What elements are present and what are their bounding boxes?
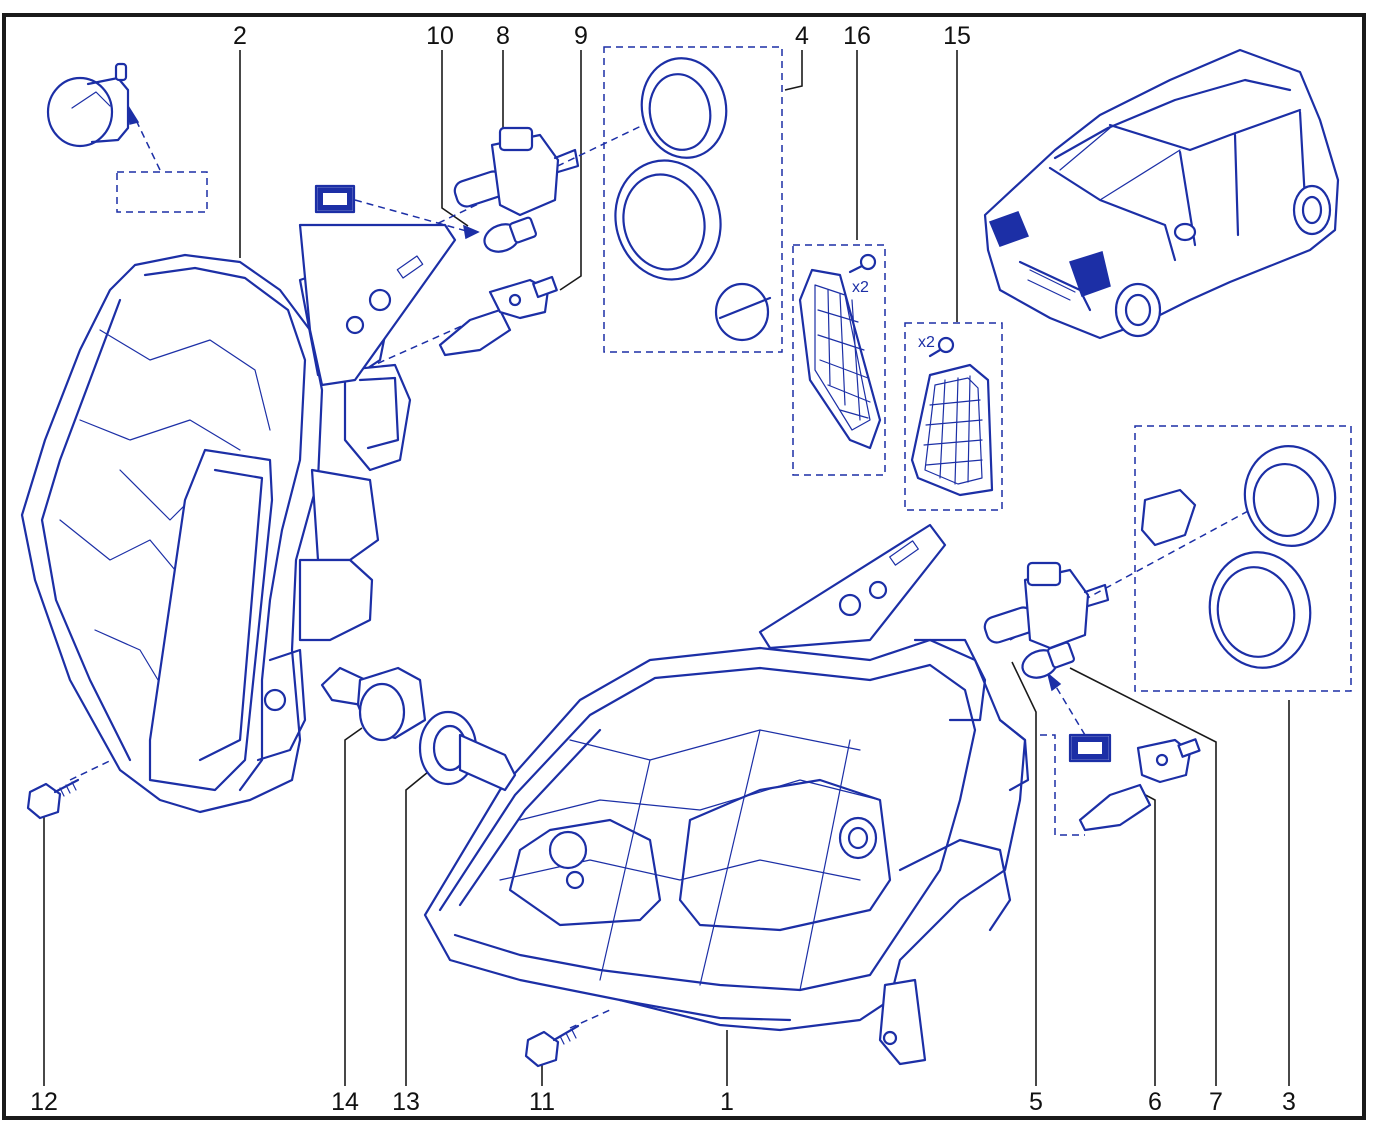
callout-7: 7 <box>1209 1088 1223 1116</box>
callout-1: 1 <box>720 1088 734 1116</box>
grille-part-15 <box>910 336 994 497</box>
bulb-h7-part-13 <box>418 710 517 792</box>
callout-14: 14 <box>331 1088 359 1116</box>
bulb-h7-part-8 <box>453 126 580 217</box>
bulb-h4-part-5 <box>983 561 1110 650</box>
bulb-sidelight-part-7 <box>1021 641 1076 679</box>
indicator-bulb-top-left <box>46 62 130 148</box>
callout-9: 9 <box>574 22 588 50</box>
callout-12: 12 <box>30 1088 58 1116</box>
callout-4: 4 <box>795 22 809 50</box>
warning-label-left <box>314 184 356 214</box>
quantity-label-16: x2 <box>852 279 869 296</box>
warning-label-right <box>1068 733 1112 763</box>
callout-15: 15 <box>943 22 971 50</box>
vehicle-illustration <box>983 48 1340 340</box>
headlamp-right-assembly <box>423 523 1030 1066</box>
bulb-sidelight-part-10 <box>483 216 538 253</box>
bulbholder-part-9 <box>438 275 558 357</box>
grille-part-16 <box>798 253 882 450</box>
bulb-h1-part-14 <box>320 666 427 742</box>
callout-8: 8 <box>496 22 510 50</box>
callout-11: 11 <box>529 1088 555 1116</box>
callout-3: 3 <box>1282 1088 1296 1116</box>
leader-lines <box>43 50 1290 1086</box>
screw-part-12 <box>26 778 80 820</box>
callout-labels: 2 10 8 9 4 16 15 12 14 13 11 1 5 6 7 3 x… <box>30 22 1296 1116</box>
callout-16: 16 <box>843 22 871 50</box>
headlamp-left-assembly <box>20 223 457 814</box>
cover-ring-kit-part-3 <box>1140 445 1337 669</box>
quantity-label-15: x2 <box>918 334 935 351</box>
callout-13: 13 <box>392 1088 420 1116</box>
callout-10: 10 <box>426 22 454 50</box>
bulbholder-part-6 <box>1078 738 1201 832</box>
callout-2: 2 <box>233 22 247 50</box>
cover-ring-kit-part-4 <box>614 57 772 342</box>
screw-part-11 <box>524 1024 580 1068</box>
callout-6: 6 <box>1148 1088 1162 1116</box>
callout-5: 5 <box>1029 1088 1043 1116</box>
